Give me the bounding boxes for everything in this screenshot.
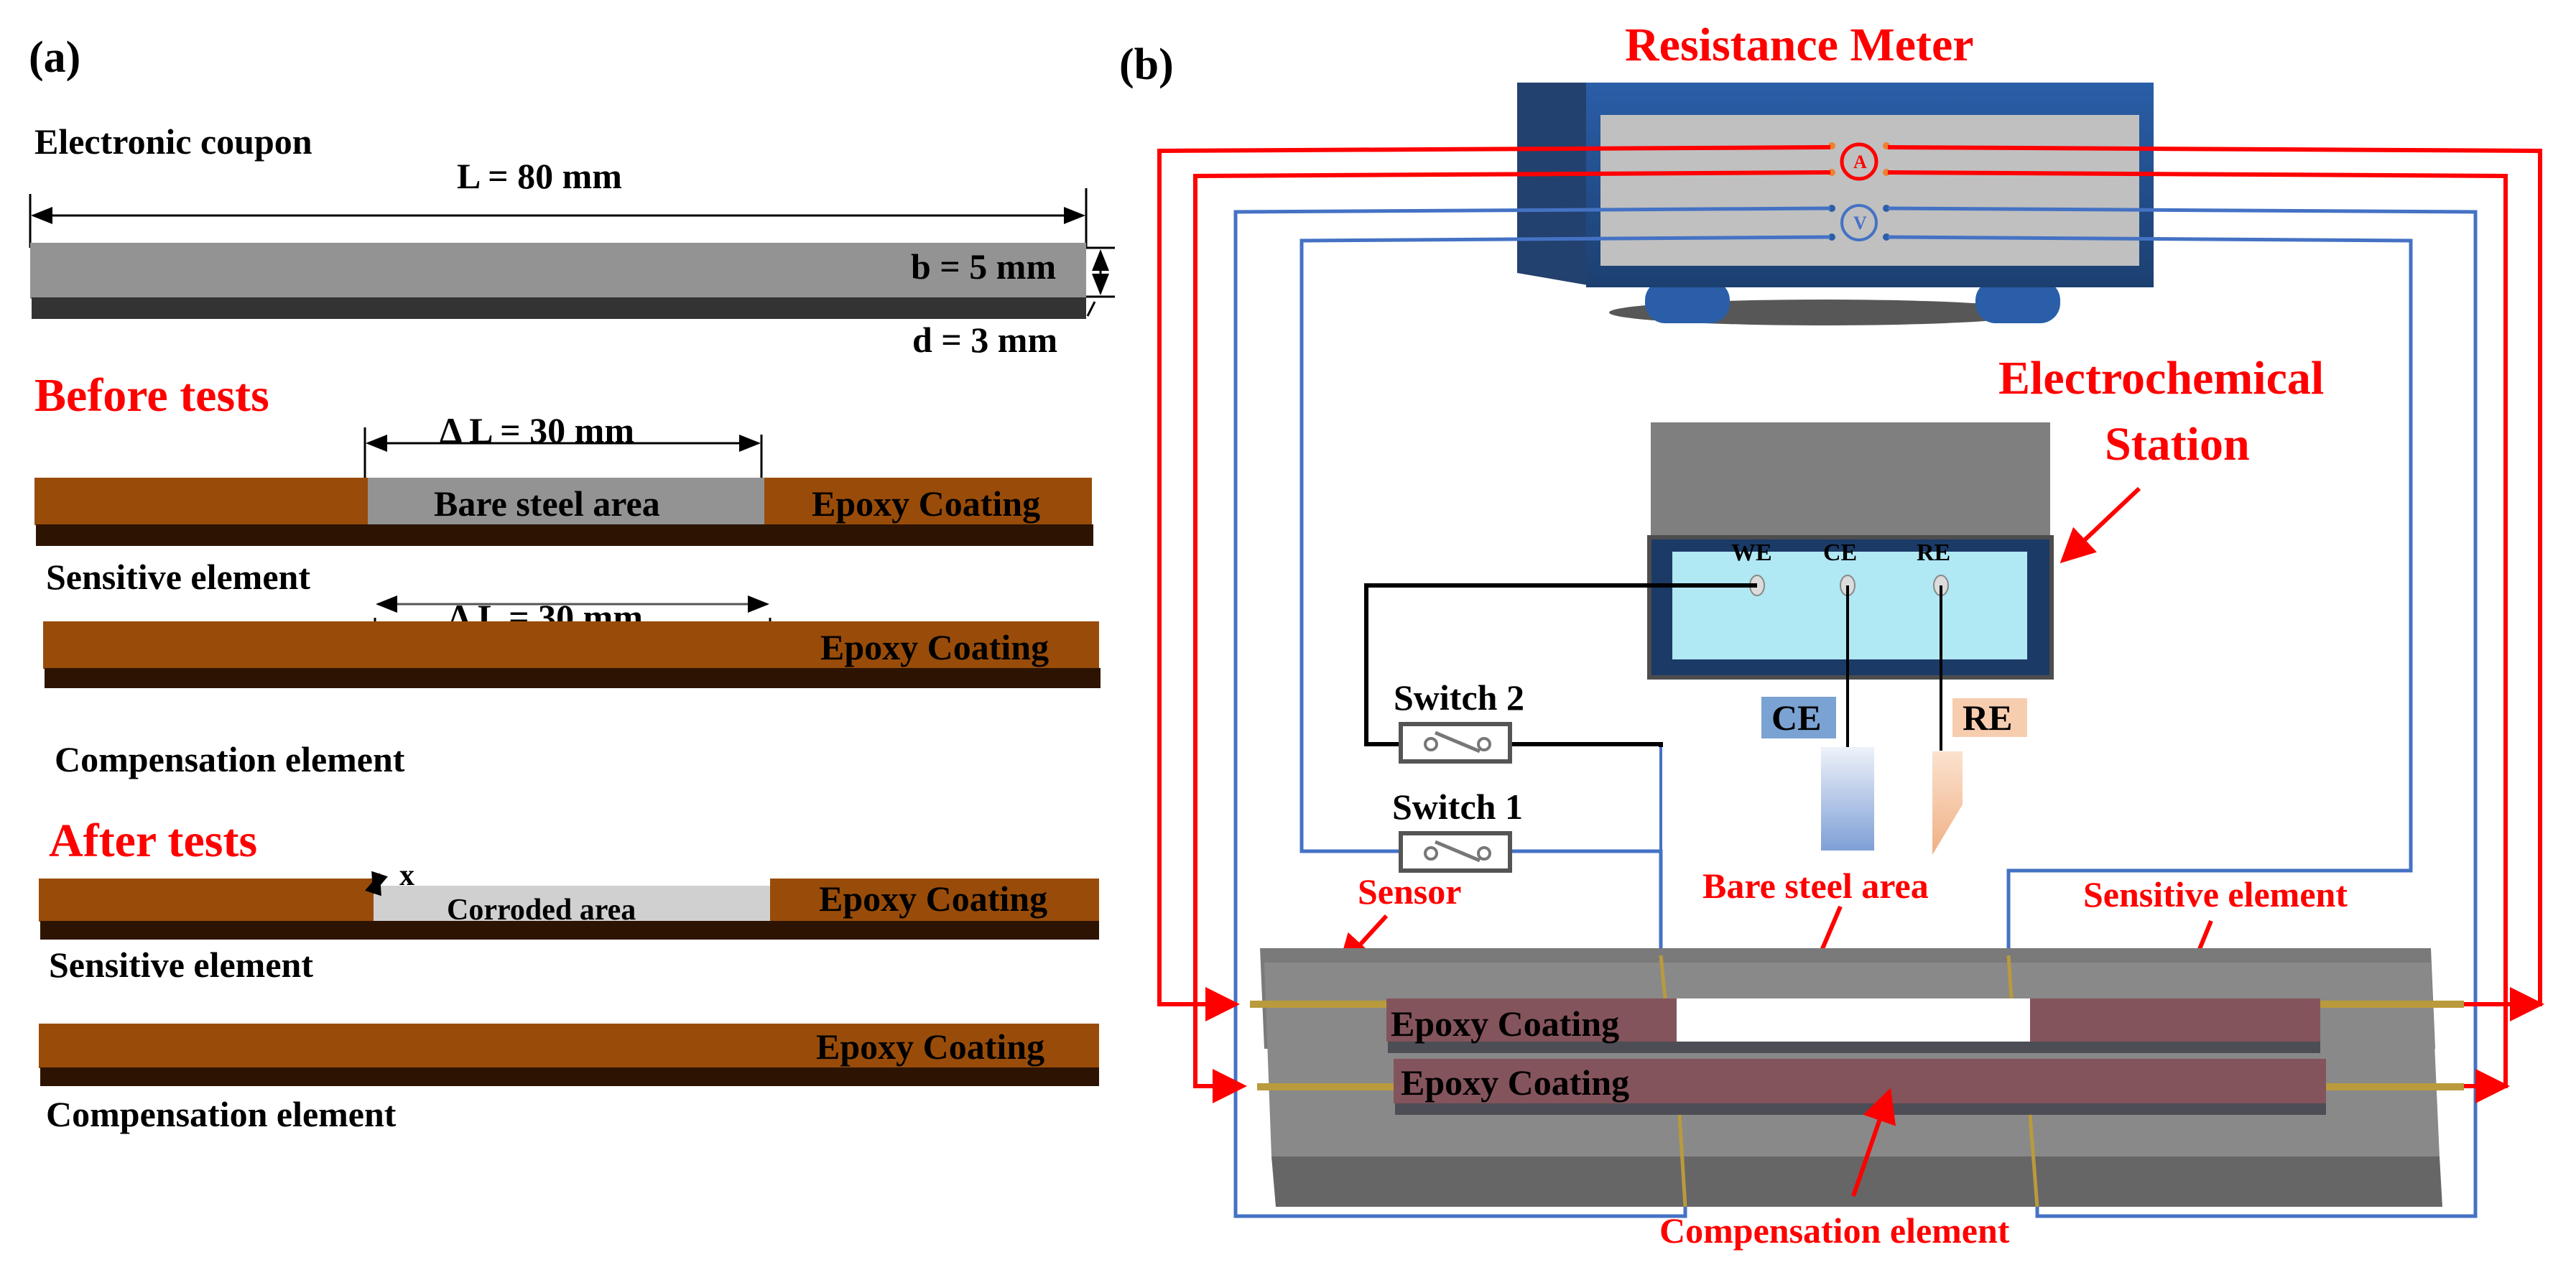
counter-electrode <box>1821 747 1874 850</box>
switch-1-label: Switch 1 <box>1392 787 1523 827</box>
lead-wire <box>2326 1083 2464 1090</box>
coupon-thickness-label: d = 3 mm <box>912 320 1057 360</box>
sensitive-element-caption: Sensitive element <box>49 945 313 985</box>
lead-wire <box>1257 1083 1394 1090</box>
reference-electrode <box>1932 751 1963 855</box>
switch-contact <box>1424 737 1438 751</box>
sensor-plate: Epoxy Coating Epoxy Coating <box>1250 948 2464 1208</box>
switch-contact <box>1424 846 1438 861</box>
voltage-wire-right-inner <box>1887 235 2413 955</box>
voltage-lead <box>2006 955 2014 999</box>
coupon-length-label: L = 80 mm <box>457 156 622 196</box>
coupon-side-face <box>32 297 1086 319</box>
re-label-badge <box>1952 698 2027 737</box>
coupon-title: Electronic coupon <box>34 121 312 162</box>
voltage-lead <box>2028 1114 2039 1208</box>
switch-2-label: Switch 2 <box>1394 677 1524 718</box>
voltage-lead <box>1677 1114 1687 1208</box>
coating-top-face <box>43 621 1099 669</box>
bare-steel-annotation: Bare steel area <box>1702 866 1929 906</box>
corrosion-loss-gap <box>374 879 770 886</box>
before-compensation-element: Δ L = 30 mm Epoxy Coating Compensation e… <box>43 595 1101 779</box>
resistance-meter: A V <box>1517 83 2154 325</box>
compensation-element-caption: Compensation element <box>55 739 405 779</box>
ce-label-badge <box>1761 697 1836 738</box>
switch-2[interactable]: Switch 2 <box>1394 677 1524 764</box>
switch-2-lever-icon <box>1435 731 1481 754</box>
station-screen <box>1672 552 2027 659</box>
port-label-re: RE <box>1917 539 1950 566</box>
lead-wire <box>2320 1001 2464 1008</box>
lead-wire <box>1250 1001 1386 1008</box>
thickness-dimension-arrow <box>1086 301 1096 317</box>
voltmeter-symbol-icon <box>1840 204 1878 241</box>
element-side-face <box>36 524 1093 546</box>
corrosion-depth-arrow <box>365 871 388 896</box>
epoxy-coating-label: Epoxy Coating <box>820 627 1049 667</box>
resistance-meter-title: Resistance Meter <box>1625 19 1974 71</box>
meter-front-panel <box>1600 115 2139 266</box>
ce-electrode-label: CE <box>1771 697 1821 738</box>
meter-foot-left <box>1645 280 1730 323</box>
switch-contact <box>1477 737 1491 751</box>
re-electrode-label: RE <box>1963 697 2012 738</box>
epoxy-coating-label: Epoxy Coating <box>812 483 1040 524</box>
panel-a: (a) Electronic coupon L = 80 mm b = 5 mm… <box>29 33 1115 1134</box>
meter-foot-right <box>1975 280 2060 323</box>
sensitive-annotation: Sensitive element <box>2083 874 2348 914</box>
compensation-element-side <box>1395 1103 2326 1115</box>
sensor-top-coating-label: Epoxy Coating <box>1391 1004 1619 1044</box>
after-tests-heading: After tests <box>49 815 257 867</box>
port-label-we: WE <box>1731 539 1772 566</box>
element-side-face <box>40 921 1099 940</box>
corrosion-depth-label: x <box>399 859 414 892</box>
ammeter-symbol-icon <box>1840 142 1878 181</box>
panel-a-label: (a) <box>29 33 80 82</box>
before-sensitive-dim-label: Δ L = 30 mm <box>440 410 634 450</box>
bare-steel-area <box>368 478 764 525</box>
ammeter-symbol: A <box>1853 152 1867 172</box>
element-side-face <box>40 1067 1099 1086</box>
voltmeter-symbol: V <box>1853 213 1867 233</box>
voltage-lead <box>1659 955 1667 999</box>
panel-b-label: (b) <box>1119 40 1174 89</box>
epoxy-coating-label: Epoxy Coating <box>816 1026 1044 1067</box>
switch-1-lever-icon <box>1435 840 1481 863</box>
switch-contact <box>1477 846 1491 861</box>
compensation-element-bar <box>1394 1059 2326 1103</box>
coupon-width-label: b = 5 mm <box>911 246 1056 287</box>
we-wire <box>1364 583 1757 746</box>
coupon-top-face <box>30 243 1086 299</box>
before-tests-heading: Before tests <box>34 369 269 422</box>
compensation-annotation: Compensation element <box>1659 1210 2010 1251</box>
meter-side-face <box>1517 83 1600 287</box>
switch-2-box[interactable] <box>1399 722 1512 764</box>
port-label-ce: CE <box>1823 539 1857 566</box>
compensation-element-caption: Compensation element <box>46 1094 397 1134</box>
after-sensitive-element: x Corroded area Epoxy Coating Sensitive … <box>39 859 1099 985</box>
sensitive-element-side <box>1388 1042 2320 1053</box>
station-title-line1: Electrochemical <box>1998 352 2324 404</box>
we-wire-to-sensor <box>1503 742 1663 747</box>
sensor-bare-steel-window <box>1677 998 2030 1042</box>
switch-1[interactable]: Switch 1 <box>1392 787 1523 873</box>
before-sensitive-element: Δ L = 30 mm Bare steel area Epoxy Coatin… <box>34 410 1093 597</box>
epoxy-coating-label: Epoxy Coating <box>819 879 1047 919</box>
coating-top-face <box>39 1024 1099 1068</box>
electronic-coupon: Electronic coupon L = 80 mm b = 5 mm d =… <box>29 121 1115 360</box>
station-top <box>1651 422 2050 537</box>
sensor-annotation: Sensor <box>1358 871 1461 912</box>
bare-steel-label: Bare steel area <box>434 483 660 524</box>
sensitive-element-caption: Sensitive element <box>46 557 310 597</box>
after-compensation-element: Epoxy Coating Compensation element <box>39 1024 1099 1134</box>
corroded-area-label: Corroded area <box>447 894 636 927</box>
station-title-line2: Station <box>2105 418 2250 471</box>
sensor-bottom-coating-label: Epoxy Coating <box>1401 1062 1629 1103</box>
element-side-face <box>45 668 1101 688</box>
panel-b: (b) Resistance Meter A V <box>1119 19 2544 1251</box>
electrochemical-station: WE CE RE <box>1647 422 2054 680</box>
station-pointer-arrow <box>2060 486 2141 564</box>
compensation-pointer-arrow <box>1851 1088 1896 1197</box>
